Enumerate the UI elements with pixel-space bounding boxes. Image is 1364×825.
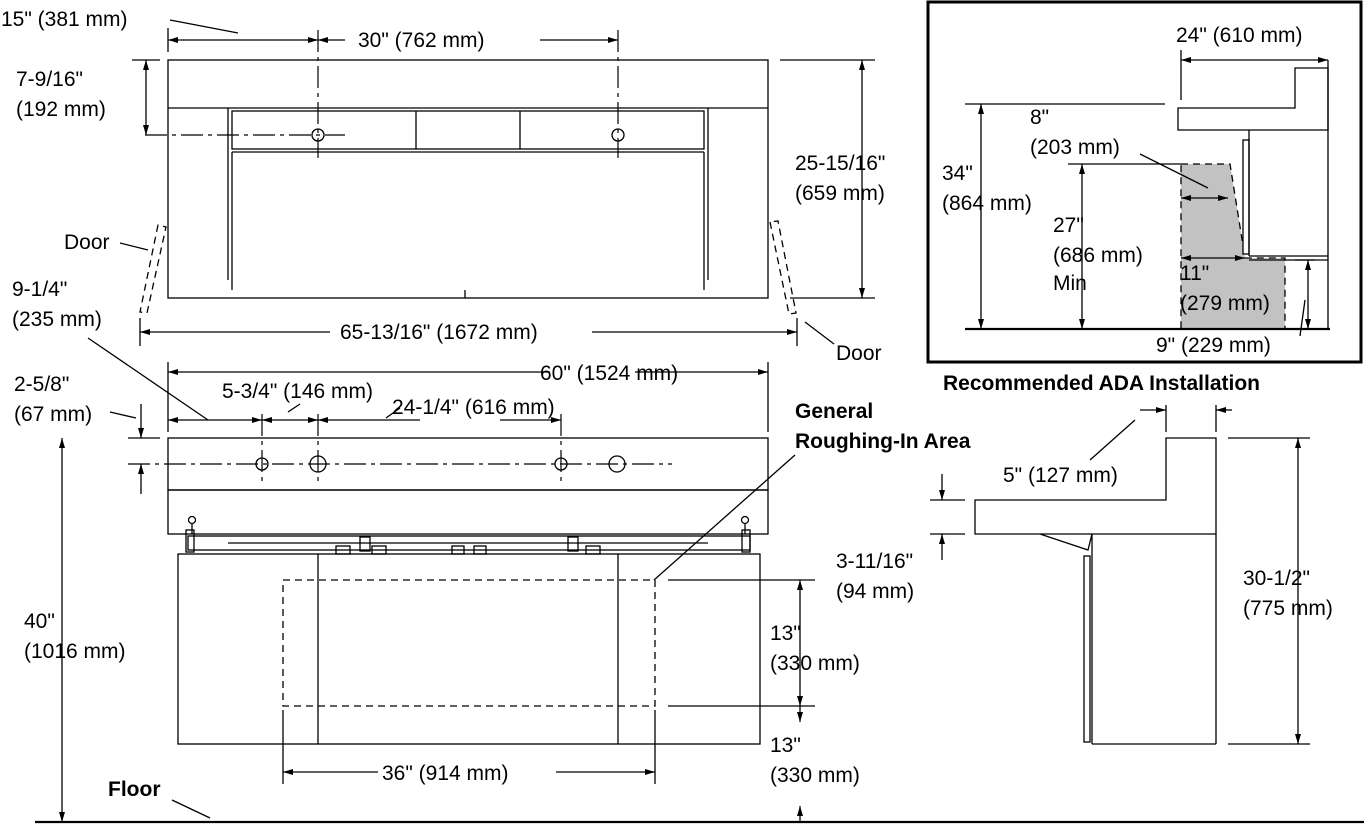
top-view-dimensions: 15" (381 mm) 30" (762 mm) 7-9/16" (192 m… (1, 8, 885, 421)
ada-frame (926, 0, 1363, 364)
dim-13-lower: 13" (770, 734, 801, 757)
ada-dim-8-mm: (203 mm) (1030, 136, 1120, 159)
dim-30-1-2-mm: (775 mm) (1243, 597, 1333, 620)
roughing-in-area (282, 579, 656, 707)
ada-dim-24: 24" (610 mm) (1176, 24, 1303, 47)
dim-24-1-4: 24-1/4" (616 mm) (392, 396, 555, 419)
dim-13-upper-mm: (330 mm) (770, 652, 860, 675)
front-view-dimensions: 60" (1524 mm) 5-3/4" (146 mm) 24-1/4" (6… (14, 362, 971, 822)
dim-36: 36" (914 mm) (382, 762, 509, 785)
ada-dim-27-mm: (686 mm) (1053, 244, 1143, 267)
label-roughing-in-area: Roughing-In Area (795, 430, 971, 453)
ada-dim-27: 27" (1053, 214, 1084, 237)
dim-2-5-8-mm: (67 mm) (14, 403, 92, 426)
side-sink-profile (974, 437, 1217, 535)
dim-3-11-16: 3-11/16" (836, 550, 913, 573)
door-left-symbol (139, 224, 167, 314)
dim-60: 60" (1524 mm) (540, 362, 678, 385)
label-floor: Floor (108, 778, 161, 801)
front-elevation-view (128, 414, 769, 745)
dim-2-5-8: 2-5/8" (14, 373, 69, 396)
dim-7-9-16: 7-9/16" (16, 68, 83, 91)
ada-installation-inset: 24" (610 mm) 34" (864 mm) 8" (203 mm) 27… (926, 0, 1363, 395)
side-elevation-view: 5" (127 mm) 3-11/16" (94 mm) 30-1/2" (77… (836, 405, 1333, 745)
dim-40-mm: (1016 mm) (24, 640, 126, 663)
dim-15: 15" (381 mm) (1, 8, 128, 31)
dim-9-1-4: 9-1/4" (12, 278, 67, 301)
dim-25-15-16-mm: (659 mm) (795, 182, 885, 205)
dim-13-upper: 13" (770, 622, 801, 645)
top-view-outline (167, 59, 769, 299)
dim-3-11-16-mm: (94 mm) (836, 580, 914, 603)
dim-25-15-16: 25-15/16" (795, 152, 885, 175)
label-general: General (795, 400, 873, 423)
ada-dim-34: 34" (942, 162, 973, 185)
ada-dim-11: 11" (1180, 262, 1209, 285)
dim-65-13-16: 65-13/16" (1672 mm) (340, 321, 538, 344)
ada-dim-9: 9" (229 mm) (1156, 334, 1271, 357)
dim-40: 40" (24, 610, 55, 633)
dim-9-1-4-mm: (235 mm) (12, 308, 102, 331)
dim-13-lower-mm: (330 mm) (770, 764, 860, 787)
ada-dim-34-mm: (864 mm) (942, 192, 1032, 215)
cabinet-body (177, 553, 761, 745)
ada-caption: Recommended ADA Installation (943, 372, 1260, 395)
apron (167, 489, 769, 535)
knee-clearance-area (1180, 163, 1286, 330)
dim-5: 5" (127 mm) (1003, 464, 1118, 487)
ada-dim-11-mm: (279 mm) (1180, 292, 1270, 315)
dim-30: 30" (762 mm) (358, 29, 485, 52)
dim-7-9-16-mm: (192 mm) (16, 98, 106, 121)
top-plan-view (139, 30, 797, 315)
dim-5-3-4: 5-3/4" (146 mm) (222, 380, 373, 403)
label-door-right: Door (836, 342, 882, 365)
floor: Floor (35, 778, 1364, 824)
dim-30-1-2: 30-1/2" (1243, 567, 1310, 590)
ada-dim-8: 8" (1030, 106, 1049, 129)
door-right-symbol (769, 220, 797, 315)
label-door-left: Door (64, 231, 110, 254)
ada-min: Min (1053, 272, 1087, 295)
